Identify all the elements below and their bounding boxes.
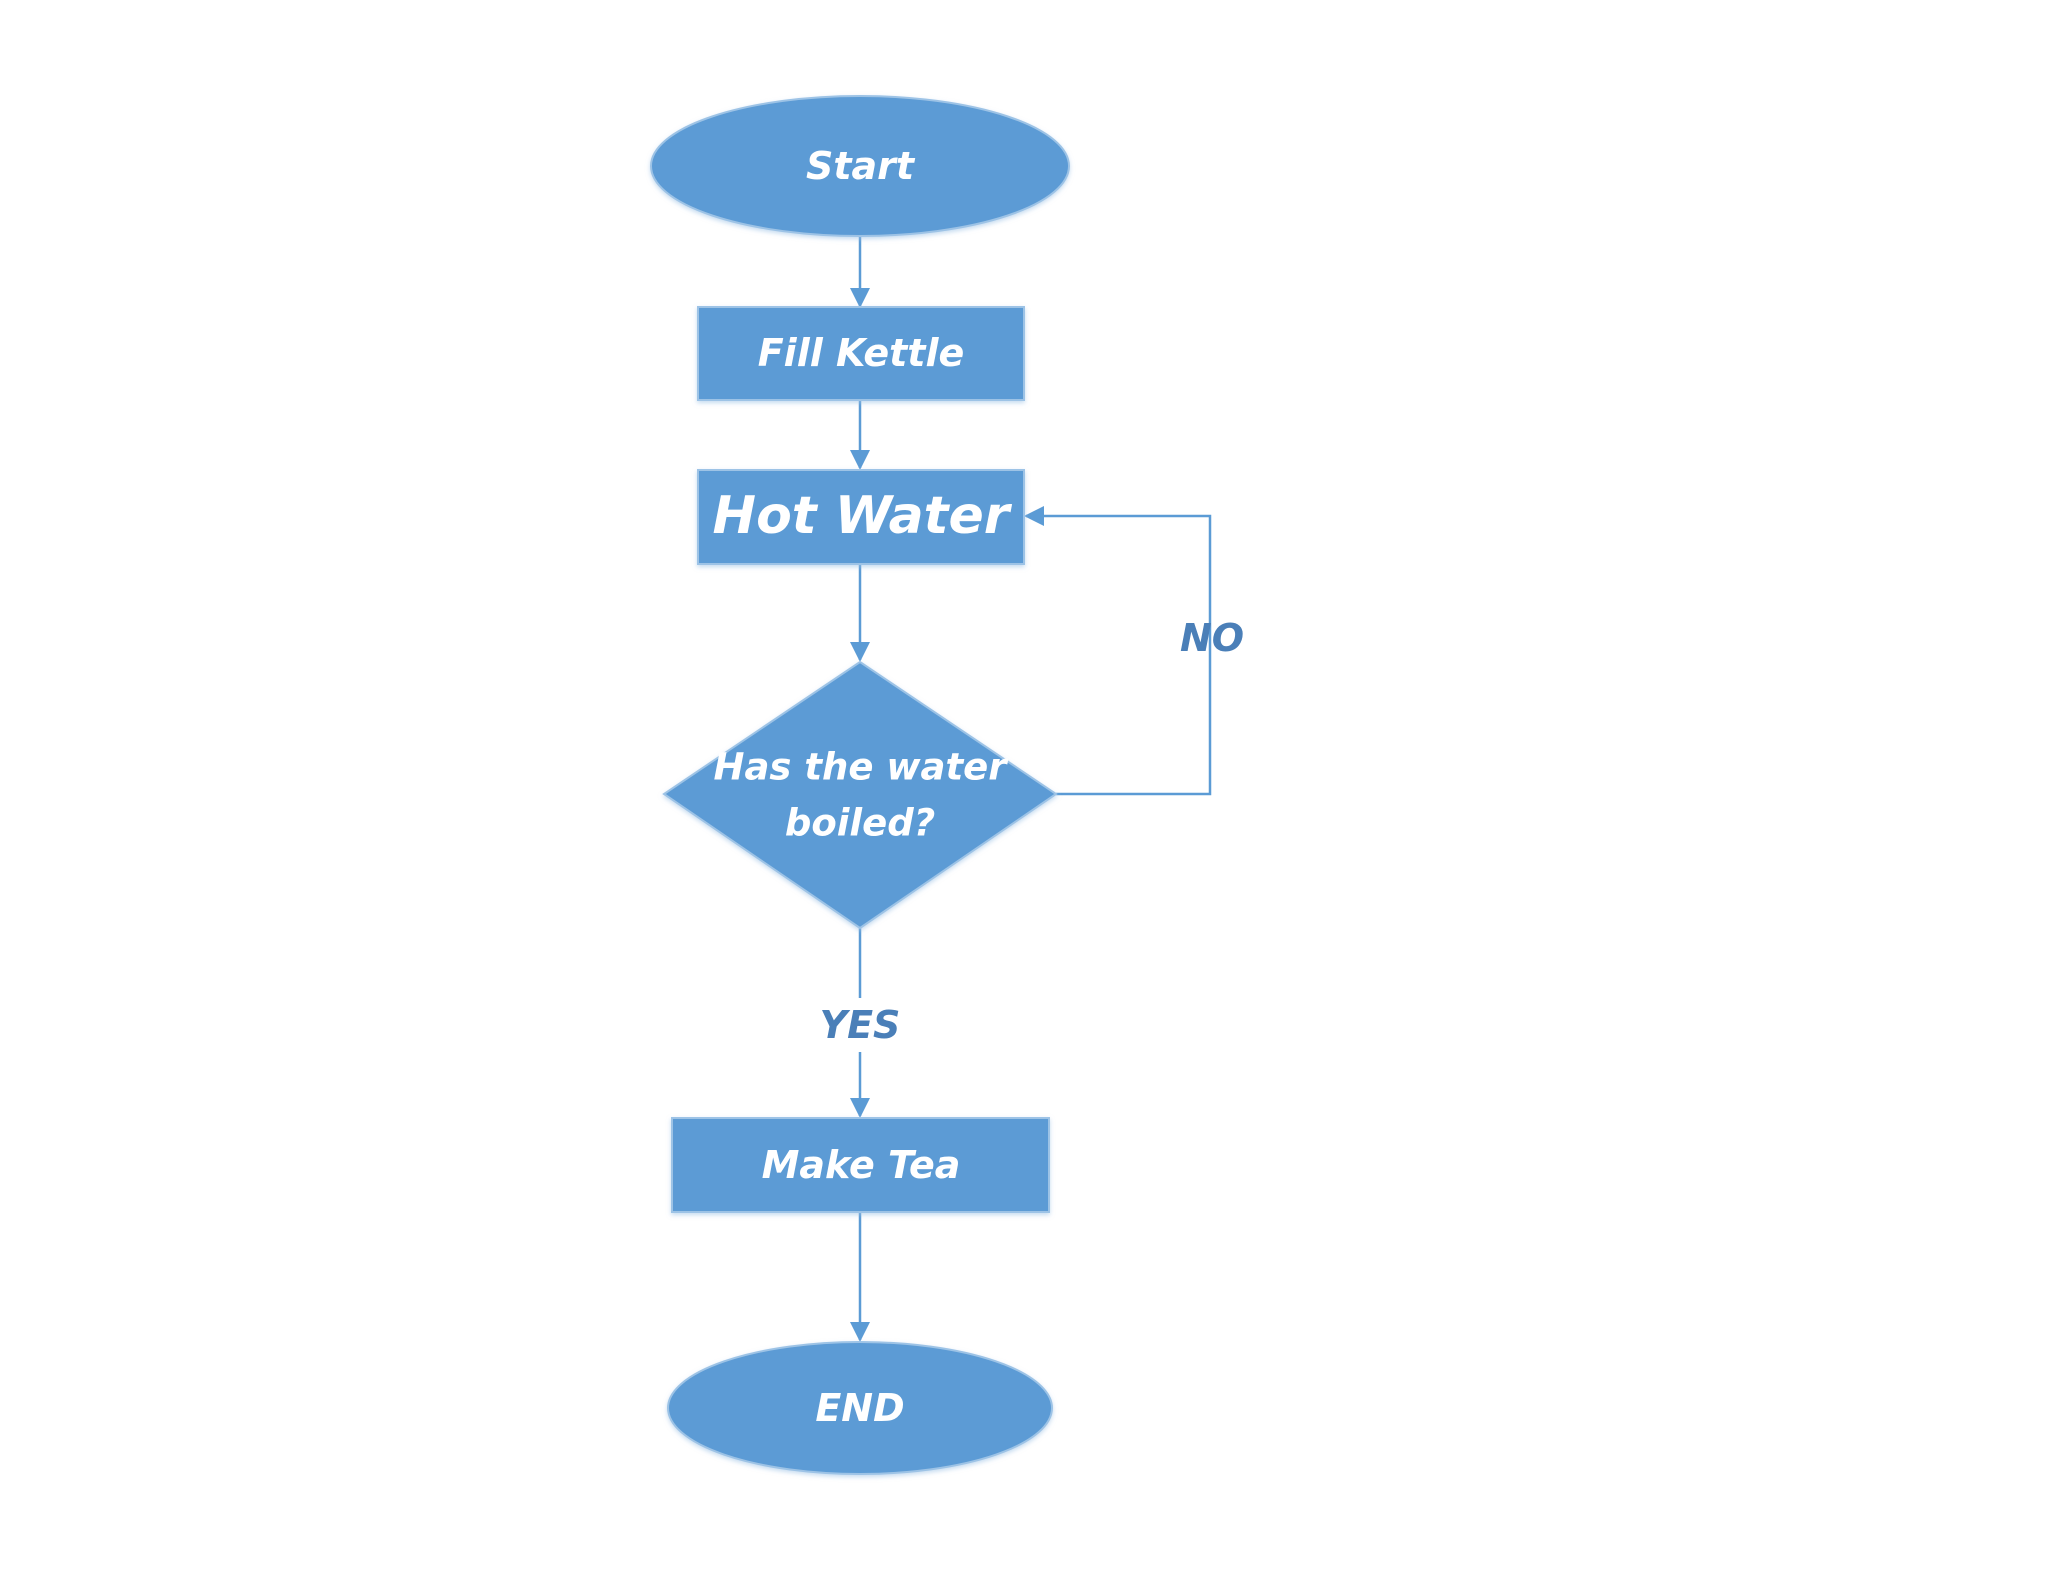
hot-water-label: Hot Water <box>713 486 1013 546</box>
connectors <box>850 236 1212 1342</box>
arrow-decision-no-loop <box>1024 506 1212 796</box>
decision-label-line1: Has the water <box>713 746 1009 789</box>
start-label: Start <box>806 144 916 188</box>
decision-label-line2: boiled? <box>785 802 935 845</box>
decision-node: Has the water boiled? <box>662 660 1058 930</box>
make-tea-node: Make Tea <box>671 1117 1050 1213</box>
end-label: END <box>815 1386 904 1430</box>
fill-kettle-node: Fill Kettle <box>697 306 1025 401</box>
yes-label: YES <box>820 1003 901 1047</box>
end-node: END <box>667 1341 1053 1475</box>
hot-water-node: Hot Water <box>697 469 1025 565</box>
make-tea-label: Make Tea <box>762 1143 961 1187</box>
fill-kettle-label: Fill Kettle <box>758 331 965 375</box>
no-label: NO <box>1180 616 1244 660</box>
start-node: Start <box>650 95 1070 237</box>
